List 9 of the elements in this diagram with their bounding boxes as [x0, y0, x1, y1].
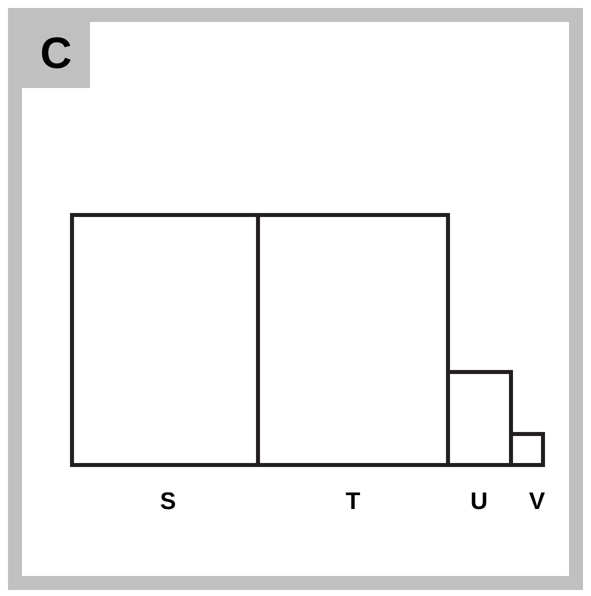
square-label: T	[344, 488, 362, 516]
square-label: V	[528, 488, 546, 516]
square-outline	[260, 213, 450, 467]
square-outline	[70, 213, 260, 467]
square-label: U	[469, 488, 489, 516]
square-outline	[513, 432, 545, 467]
panel-letter: C	[22, 22, 90, 88]
square-label: S	[158, 488, 177, 516]
square-outline	[450, 370, 513, 467]
